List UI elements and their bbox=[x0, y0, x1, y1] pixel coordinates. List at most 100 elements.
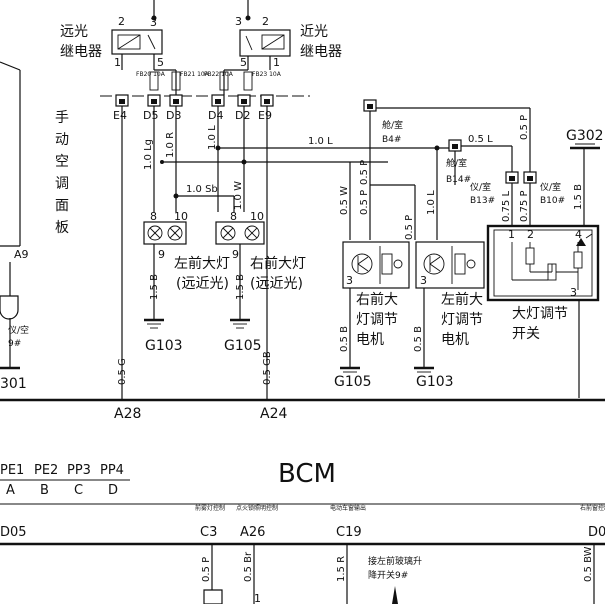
top-connector-row: E4 D5 D3 D4 D2 E9 bbox=[113, 94, 274, 122]
relay-pin-2: 2 bbox=[118, 15, 125, 28]
svg-text:4: 4 bbox=[575, 228, 582, 241]
svg-text:1: 1 bbox=[508, 228, 515, 241]
svg-text:A: A bbox=[6, 483, 15, 498]
svg-text:D4: D4 bbox=[208, 109, 223, 122]
svg-text:面: 面 bbox=[55, 198, 69, 214]
ac-panel-frame: A9 仪/空 9# 301 bbox=[0, 61, 29, 392]
connector-a28: A28 bbox=[114, 406, 141, 422]
headlamp-adjust-switch: 1 2 4 3 大灯调节 开关 bbox=[486, 224, 600, 398]
svg-text:3: 3 bbox=[420, 274, 427, 287]
relay-low-pin-1: 1 bbox=[273, 56, 280, 69]
connector-d5: D5 bbox=[143, 94, 161, 122]
svg-text:1.0 R: 1.0 R bbox=[165, 132, 176, 158]
svg-text:0.5 P: 0.5 P bbox=[359, 190, 370, 215]
svg-text:10: 10 bbox=[250, 210, 264, 223]
relay-pin-3: 3 bbox=[150, 16, 157, 29]
svg-text:C: C bbox=[74, 483, 83, 498]
svg-text:0.5 P: 0.5 P bbox=[519, 115, 530, 140]
relay-pin-5: 5 bbox=[157, 56, 164, 69]
wire-d3-lamp-right: 1.0 R 1.0 Sb bbox=[165, 106, 235, 212]
fuse-fb21-label: FB21 10A bbox=[180, 71, 210, 78]
ground-g301: 301 bbox=[0, 376, 27, 392]
connector-b13: 仪/室 B13# 0.75 L bbox=[470, 171, 519, 226]
svg-text:9: 9 bbox=[158, 248, 165, 261]
right-lamp-label-1: 右前大灯 bbox=[250, 255, 306, 272]
ground-g105-right: G105 bbox=[334, 374, 372, 390]
svg-text:C3: C3 bbox=[200, 525, 217, 540]
location-left-9-b: 9# bbox=[8, 339, 21, 349]
connector-b14: 1.0 L 舱/室 B14# 0.5 L bbox=[426, 134, 513, 240]
svg-text:PE2: PE2 bbox=[34, 463, 58, 478]
low-beam-relay-label-2: 继电器 bbox=[300, 44, 342, 60]
connector-d2: D2 bbox=[235, 94, 251, 122]
svg-text:D05: D05 bbox=[0, 525, 27, 540]
svg-text:板: 板 bbox=[55, 220, 69, 236]
left-headlamp-adjust-motor: 1 2 3 0.5 B G103 左前大 灯调节 电机 bbox=[413, 241, 485, 390]
svg-text:灯调节: 灯调节 bbox=[356, 312, 398, 328]
svg-text:电机: 电机 bbox=[441, 332, 469, 348]
wire-d2-lamp: 1.0 W bbox=[160, 106, 388, 212]
svg-text:B13#: B13# bbox=[470, 196, 495, 206]
svg-text:1: 1 bbox=[254, 592, 261, 604]
svg-text:0.5 P: 0.5 P bbox=[201, 557, 212, 582]
svg-text:D3: D3 bbox=[166, 109, 181, 122]
svg-text:1.5 B: 1.5 B bbox=[573, 184, 584, 210]
svg-text:0.75 L: 0.75 L bbox=[501, 191, 512, 222]
svg-text:舱/室: 舱/室 bbox=[446, 157, 467, 169]
wire-to-right-motor: 0.5 W 0.5 P bbox=[339, 162, 416, 240]
ground-g302-group: G302 1.5 B bbox=[566, 128, 604, 226]
svg-text:8: 8 bbox=[150, 210, 157, 223]
ground-g103-right: G103 bbox=[416, 374, 454, 390]
svg-text:左前大: 左前大 bbox=[441, 291, 483, 308]
left-headlamp: 8 10 9 1.5 B G103 左前大灯 (远近光) bbox=[143, 210, 230, 354]
svg-text:1.0 Sb: 1.0 Sb bbox=[186, 184, 218, 195]
svg-text:9: 9 bbox=[232, 248, 239, 261]
relay-low-pin-5: 5 bbox=[240, 56, 247, 69]
svg-text:右前窗控制: 右前窗控制 bbox=[580, 504, 605, 512]
svg-text:电机: 电机 bbox=[356, 332, 384, 348]
left-lamp-label-1: 左前大灯 bbox=[174, 255, 230, 272]
svg-text:前雾灯控制: 前雾灯控制 bbox=[195, 504, 225, 512]
svg-text:0.5 B: 0.5 B bbox=[413, 326, 424, 352]
ground-g103-left: G103 bbox=[145, 338, 183, 354]
right-headlamp-adjust-motor: 1 2 3 0.5 B G105 右前大 灯调节 电机 bbox=[334, 241, 410, 390]
connector-d3: D3 bbox=[166, 94, 183, 122]
svg-text:0.5 BW: 0.5 BW bbox=[583, 546, 594, 582]
connector-b10: 0.5 P 仪/室 B10# 0.75 P bbox=[519, 108, 565, 226]
connector-e9: E9 bbox=[258, 94, 274, 122]
svg-text:3: 3 bbox=[346, 274, 353, 287]
ac-panel-label: 手 动 空 调 面 板 bbox=[55, 110, 69, 236]
svg-text:1.5 B: 1.5 B bbox=[235, 274, 246, 300]
connector-a24: A24 bbox=[260, 406, 287, 422]
low-beam-relay: 3 2 5 1 近光 继电器 FB22 10A FB23 10A bbox=[204, 0, 342, 95]
svg-text:仪/室: 仪/室 bbox=[540, 181, 561, 193]
relay-low-pin-2: 2 bbox=[262, 15, 269, 28]
svg-text:0.75 P: 0.75 P bbox=[519, 191, 530, 222]
right-headlamp: 8 10 9 1.5 B G105 右前大灯 (远近光) bbox=[215, 210, 306, 354]
svg-text:PE1: PE1 bbox=[0, 463, 24, 478]
svg-text:D0: D0 bbox=[588, 525, 605, 540]
fuse-fb22-label: FB22 10A bbox=[204, 71, 234, 78]
svg-text:1.0 L: 1.0 L bbox=[308, 136, 333, 147]
svg-text:点火锁照明控制: 点火锁照明控制 bbox=[236, 504, 278, 512]
svg-text:调: 调 bbox=[55, 176, 69, 192]
svg-text:0.5 P: 0.5 P bbox=[359, 160, 370, 185]
svg-text:0.5 B: 0.5 B bbox=[339, 326, 350, 352]
svg-text:A26: A26 bbox=[240, 525, 265, 540]
wire-d5-lamp-left: 1.0 Lg bbox=[143, 106, 155, 212]
svg-text:D2: D2 bbox=[235, 109, 250, 122]
wire-e4-a28: 0.5 G bbox=[117, 106, 128, 400]
svg-text:仪/室: 仪/室 bbox=[470, 181, 491, 193]
svg-text:E9: E9 bbox=[258, 109, 272, 122]
wire-d4-bus: 1.0 L 1.0 L bbox=[207, 106, 455, 212]
svg-text:接左前玻璃升: 接左前玻璃升 bbox=[368, 555, 422, 567]
low-beam-relay-label-1: 近光 bbox=[300, 24, 328, 40]
svg-text:空: 空 bbox=[55, 154, 69, 170]
ground-g302: G302 bbox=[566, 128, 604, 144]
bcm-label: BCM bbox=[278, 459, 336, 489]
location-left-9-a: 仪/空 bbox=[8, 324, 29, 336]
svg-text:大灯调节: 大灯调节 bbox=[512, 306, 568, 322]
relay-pin-1: 1 bbox=[114, 56, 121, 69]
svg-text:E4: E4 bbox=[113, 109, 127, 122]
